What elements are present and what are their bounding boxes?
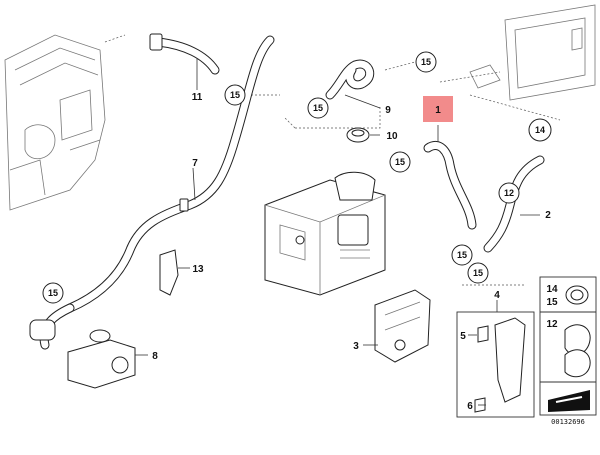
hose-9 xyxy=(325,59,381,109)
clamp-legend-box xyxy=(539,276,597,416)
clamp-marker: 15 xyxy=(415,51,437,73)
callout-10: 10 xyxy=(386,131,398,142)
clamp-marker: 15 xyxy=(307,97,329,119)
hose-7 xyxy=(65,35,275,313)
callout-1-highlight: 1 xyxy=(423,96,453,122)
detail-box-4 xyxy=(456,300,535,418)
hose-2 xyxy=(483,155,545,253)
seal-10 xyxy=(346,127,380,143)
engine-block-sketch xyxy=(4,34,106,211)
callout-13: 13 xyxy=(192,264,204,275)
clamp-marker: 15 xyxy=(451,244,473,266)
callout-labels: 11 7 9 10 2 13 8 3 4 5 6 xyxy=(152,92,551,412)
clamp-marker: 12 xyxy=(498,182,520,204)
svg-text:14: 14 xyxy=(535,125,545,135)
hose-joint-lower-left xyxy=(29,303,75,350)
bracket-13 xyxy=(159,249,190,296)
clamp-marker: 15 xyxy=(224,84,246,106)
callout-7: 7 xyxy=(192,158,198,169)
callout-5: 5 xyxy=(460,331,466,342)
clamp-marker: 15 xyxy=(467,262,489,284)
clamp-marker: 15 xyxy=(389,151,411,173)
auxiliary-heater-unit xyxy=(264,171,386,296)
clamp-marker: 15 xyxy=(42,282,64,304)
svg-text:15: 15 xyxy=(230,90,240,100)
svg-text:1: 1 xyxy=(435,105,441,116)
callout-8: 8 xyxy=(152,351,158,362)
svg-text:12: 12 xyxy=(504,188,514,198)
valve-3 xyxy=(363,289,431,363)
radiator-sketch xyxy=(469,4,596,101)
svg-text:15: 15 xyxy=(457,250,467,260)
callout-2: 2 xyxy=(545,210,551,221)
legend-14: 14 xyxy=(546,284,558,295)
arrow-icon xyxy=(548,390,590,412)
assembly-outlines xyxy=(104,34,561,286)
callout-11: 11 xyxy=(192,92,203,103)
svg-text:15: 15 xyxy=(395,157,405,167)
clamp-marker: 14 xyxy=(528,118,552,142)
svg-text:15: 15 xyxy=(48,288,58,298)
svg-text:15: 15 xyxy=(473,268,483,278)
hose-11 xyxy=(149,33,220,90)
legend-labels: 14 15 12 xyxy=(546,284,558,330)
diagram-number: 00132696 xyxy=(551,418,585,426)
callout-3: 3 xyxy=(353,341,359,352)
svg-text:15: 15 xyxy=(313,103,323,113)
callout-6: 6 xyxy=(467,401,473,412)
hose-11-connector xyxy=(149,33,163,51)
hose-7-joint xyxy=(179,198,189,212)
clamp-markers: 15 15 15 15 15 15 15 14 xyxy=(42,51,552,304)
legend-15: 15 xyxy=(546,297,558,308)
svg-text:15: 15 xyxy=(421,57,431,67)
legend-12: 12 xyxy=(546,319,558,330)
callout-9: 9 xyxy=(385,105,391,116)
hose-1 xyxy=(423,125,477,230)
water-pump-8 xyxy=(67,329,148,389)
callout-4: 4 xyxy=(494,290,500,301)
